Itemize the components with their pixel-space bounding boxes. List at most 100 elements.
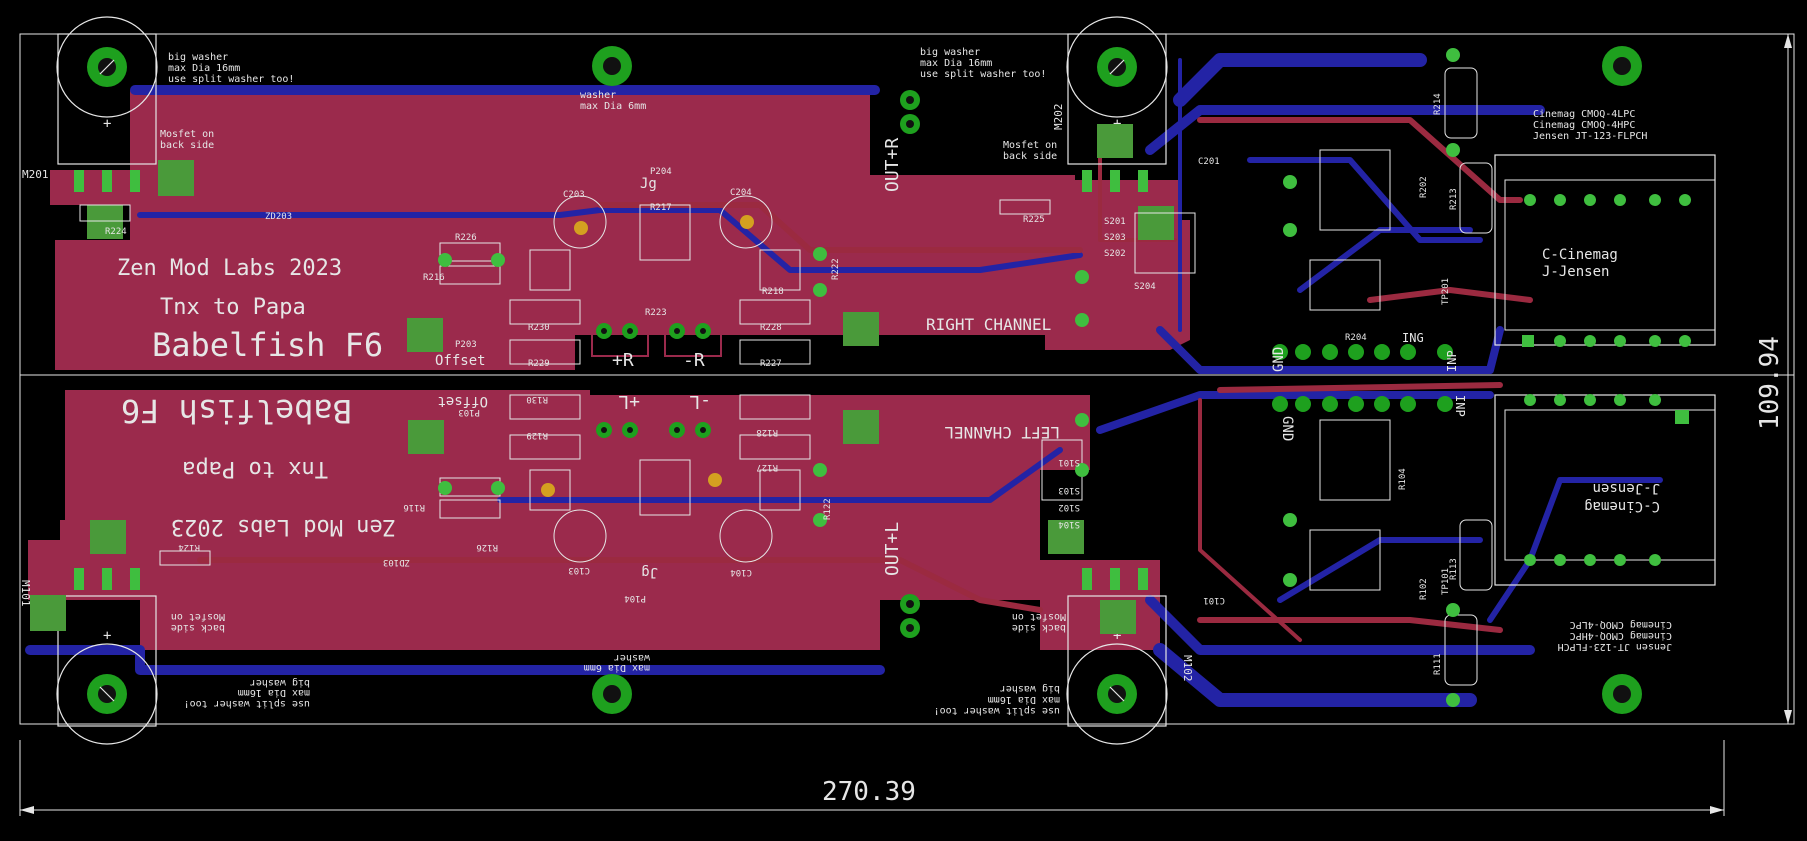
- des-r129: R129: [526, 430, 548, 440]
- des-zd203: ZD203: [265, 212, 292, 222]
- trace-top-b4: [1217, 382, 1503, 393]
- des-c101: C101: [1203, 595, 1225, 605]
- washer-1-bottom: washer: [614, 652, 650, 663]
- height-dimension-label: 109.94: [1755, 336, 1785, 430]
- big-washer-1-top-left: big washer: [168, 52, 228, 63]
- thermal-pad-b5: [408, 420, 444, 454]
- trace-top-b2: [1197, 617, 1503, 633]
- dimension-height: 109.94: [1724, 33, 1794, 725]
- jg-label-top: Jg: [640, 176, 657, 192]
- inp-label-top: INP: [1445, 350, 1459, 372]
- des-r127: R127: [756, 462, 778, 472]
- thermal-pad-b1: [30, 595, 66, 631]
- des-r122: R122: [823, 498, 833, 520]
- mosfet-2-top-left: back side: [160, 140, 214, 151]
- svg-text:+: +: [103, 116, 111, 132]
- washer-1-top: washer: [580, 90, 616, 101]
- des-r217: R217: [650, 203, 672, 213]
- mount-hole-bottom-center: [592, 674, 632, 714]
- mosfet-2-bottom-right: back side: [1012, 622, 1066, 633]
- trace-bottom-3: [1173, 53, 1427, 107]
- thermal-pad-3: [1097, 124, 1133, 158]
- mount-m101: +: [56, 568, 158, 745]
- transformer-line-1-top: Cinemag CMOQ-4LPC: [1533, 109, 1635, 120]
- cinemag-label-top: C-Cinemag: [1542, 247, 1618, 263]
- big-washer-2-bottom-right: max Dia 16mm: [988, 694, 1060, 705]
- des-r213: R213: [1449, 188, 1459, 210]
- des-s201: S201: [1104, 217, 1126, 227]
- jensen-label-bottom: J-Jensen: [1593, 480, 1660, 496]
- trace-bottom-4: [1145, 105, 1545, 155]
- component-cluster-l: [159, 394, 1689, 707]
- mount-hole-bottom-right: [1602, 674, 1642, 714]
- svg-text:+: +: [1113, 628, 1121, 644]
- mosfet-1-bottom-left: Mosfet on: [171, 611, 225, 622]
- des-m201: M201: [22, 168, 49, 181]
- transformer-line-1-bottom: Cinemag CMOQ-4LPC: [1570, 619, 1672, 630]
- des-tp201: TP201: [1441, 278, 1451, 305]
- thermal-pad-5: [407, 318, 443, 352]
- mosfet-2-bottom-left: back side: [171, 622, 225, 633]
- trace-bottom-b4: [1145, 595, 1535, 655]
- des-r130: R130: [526, 394, 548, 404]
- transformer-line-3-bottom: Jensen JT-123-FLPCH: [1558, 641, 1672, 652]
- des-r204: R204: [1345, 333, 1367, 343]
- des-p103: P103: [458, 407, 480, 417]
- big-washer-3-top-left: use split washer too!: [168, 74, 294, 85]
- des-r224: R224: [105, 227, 127, 237]
- des-r116: R116: [403, 502, 425, 512]
- washer-2-top: max Dia 6mm: [580, 101, 646, 112]
- thermal-pad-2: [87, 205, 123, 239]
- des-tp101: TP101: [1441, 568, 1451, 595]
- minus-l-label: -L: [689, 391, 711, 412]
- connector-minus-r: [664, 319, 722, 357]
- des-r228: R228: [760, 323, 782, 333]
- copper-pour-top-main: [55, 90, 1190, 370]
- des-r223: R223: [645, 308, 667, 318]
- mount-m202: +: [1066, 16, 1168, 192]
- component-cluster-r: [79, 48, 1691, 365]
- mount-hole-top-center: [592, 46, 632, 86]
- des-r222: R222: [831, 258, 841, 280]
- transformer-line-2-top: Cinemag CMOQ-4HPC: [1533, 120, 1635, 131]
- trace-bottom-6: [1247, 157, 1483, 243]
- des-zd103: ZD103: [383, 557, 410, 567]
- des-s103: S103: [1058, 485, 1080, 495]
- connector-minus-l: [664, 404, 722, 442]
- jensen-label-top: J-Jensen: [1542, 264, 1609, 280]
- des-p204: P204: [650, 167, 672, 177]
- mosfet-2-top-right: back side: [1003, 151, 1057, 162]
- brand-text-bottom: Zen Mod Labs 2023: [171, 514, 396, 539]
- big-washer-3-top-right: use split washer too!: [920, 69, 1046, 80]
- des-m101: M101: [19, 580, 32, 607]
- title-text-bottom: Babelfish F6: [121, 392, 352, 430]
- thermal-pad-6: [843, 312, 879, 346]
- width-dimension-label: 270.39: [822, 777, 916, 807]
- transformer-line-2-bottom: Cinemag CMOQ-4HPC: [1570, 630, 1672, 641]
- des-s204: S204: [1134, 282, 1156, 292]
- trace-bottom-b1: [25, 645, 885, 675]
- thermal-pad-4: [1138, 206, 1174, 240]
- des-r113: R113: [1449, 558, 1459, 580]
- big-washer-1-bottom-right: big washer: [1000, 683, 1060, 694]
- trace-bottom-b3: [1153, 643, 1477, 707]
- copper-pour-bottom-main: [60, 390, 1090, 650]
- des-m202: M202: [1052, 104, 1065, 131]
- des-r229: R229: [528, 359, 550, 369]
- des-c204: C204: [730, 188, 752, 198]
- inp-label-bottom: INP: [1453, 395, 1467, 417]
- offset-label-top: Offset: [435, 353, 486, 369]
- minus-r-label: -R: [683, 350, 705, 371]
- thermal-pad-1: [158, 160, 194, 196]
- des-r227: R227: [760, 359, 782, 369]
- brand-text-top: Zen Mod Labs 2023: [117, 256, 342, 281]
- des-r202: R202: [1419, 176, 1429, 198]
- plus-r-label: +R: [612, 350, 634, 371]
- copper-pour-top-rail: [50, 170, 140, 205]
- jg-label-bottom: Jg: [641, 564, 658, 580]
- des-c103: C103: [568, 565, 590, 575]
- des-r104: R104: [1398, 468, 1408, 490]
- board-outline: [19, 33, 1795, 725]
- des-r218: R218: [762, 287, 784, 297]
- big-washer-2-bottom-left: max Dia 16mm: [238, 687, 310, 698]
